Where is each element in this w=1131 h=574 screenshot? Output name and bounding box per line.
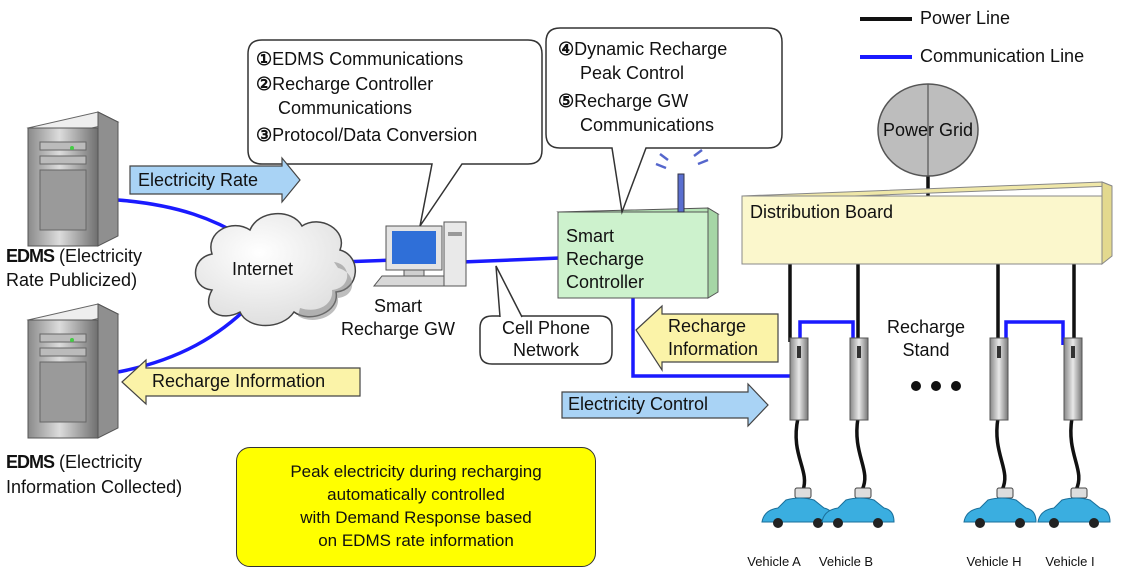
legend [860,17,912,59]
arrow-electricity-rate [129,156,301,204]
speech-bubble-controller [545,27,783,215]
bubble-gw-item-1: ①EDMS Communications [256,49,464,69]
vehicle-label-i: Vehicle I [1045,554,1095,569]
bubble-controller-item-5: ⑤Recharge GW [558,91,689,111]
recharge-stand-label-2: Stand [902,340,950,360]
comm-line-gw-controller [461,256,561,264]
edms-bottom-label-2: Information Collected) [6,477,183,497]
bubble-controller-item-5-cont: Communications [580,115,715,135]
vehicles-graphics [761,487,1111,528]
distribution-board-shape [741,181,1113,266]
stand-pole-a [789,337,809,421]
vehicle-label-h: Vehicle H [966,554,1022,569]
arrow-electricity-control [561,382,769,428]
arrow-electricity-rate-label: Electricity Rate [138,170,259,190]
recharge-stand-label-1: Recharge [886,317,966,337]
number-badge: ③ [256,125,273,145]
note-line-1: Peak electricity during recharging [290,462,542,481]
bubble-controller-item-4-cont: Peak Control [580,63,685,83]
edms-top-label-1: EDMS (Electricity [6,246,143,266]
bubble-gw-item-2-cont: Communications [278,98,413,118]
speech-bubble-gw [247,39,543,227]
stand-pole-h [989,337,1009,421]
controller-label-2: Recharge [566,249,645,269]
stand-pole-i [1063,337,1083,421]
edms-bottom-label-1: EDMS (Electricity [6,452,143,472]
edms-top-label-2: Rate Publicized) [6,270,138,290]
legend-communication-line-label: Communication Line [920,46,1085,66]
arrow-electricity-control-label: Electricity Control [568,394,709,414]
arrow-recharge-information-right-label-2: Information [668,339,759,359]
power-grid-label: Power Grid [882,120,974,140]
car-icon-h [963,487,1037,528]
comm-line-controller-stands [631,296,800,378]
arrow-recharge-information-left-label: Recharge Information [152,371,326,391]
vehicle-label-b: Vehicle B [818,554,874,569]
computer-icon-gw [372,221,467,287]
comm-link-ab [798,320,855,345]
number-badge: ⑤ [558,91,575,111]
number-badge: ④ [558,39,575,59]
controller-box-shape [556,173,720,299]
antenna-signal-icon [655,149,709,170]
server-icon-bottom [26,303,120,439]
peak-control-note: Peak electricity during recharging autom… [236,447,596,567]
internet-label: Internet [232,259,294,279]
legend-power-line-label: Power Line [920,8,1011,28]
number-badge: ② [256,74,273,94]
arrow-recharge-information-right [635,304,779,373]
controller-label-3: Controller [566,272,645,292]
internet-cloud-shadow [298,262,353,320]
comm-link-hi [1004,320,1065,345]
note-line-3: with Demand Response based [300,508,532,527]
note-line-2: automatically controlled [327,485,505,504]
car-icon-i [1037,487,1111,528]
speech-bubble-cell [479,265,613,365]
server-icon-top [26,111,120,247]
arrow-recharge-information-left [121,358,361,406]
distribution-board-label: Distribution Board [750,202,894,222]
note-line-4: on EDMS rate information [318,531,514,550]
ellipsis-dots [911,381,961,391]
controller-label-1: Smart [566,226,615,246]
smart-gw-label-2: Recharge GW [340,319,456,339]
vehicle-label-a: Vehicle A [747,554,801,569]
arrow-recharge-information-right-label-1: Recharge [668,316,747,336]
bubble-controller-item-4: ④Dynamic Recharge [558,39,728,59]
stand-pole-b [849,337,869,421]
bubble-gw-item-3: ③Protocol/Data Conversion [256,125,478,145]
cell-network-label-2: Network [512,340,579,360]
internet-cloud-shape [194,212,357,327]
cell-network-label-1: Cell Phone [501,318,591,338]
car-icon-b [821,487,895,528]
recharge-stand-poles [789,337,1083,421]
bubble-gw-item-2: ②Recharge Controller [256,74,434,94]
smart-gw-label-1: Smart [373,296,422,316]
number-badge: ① [256,49,273,69]
